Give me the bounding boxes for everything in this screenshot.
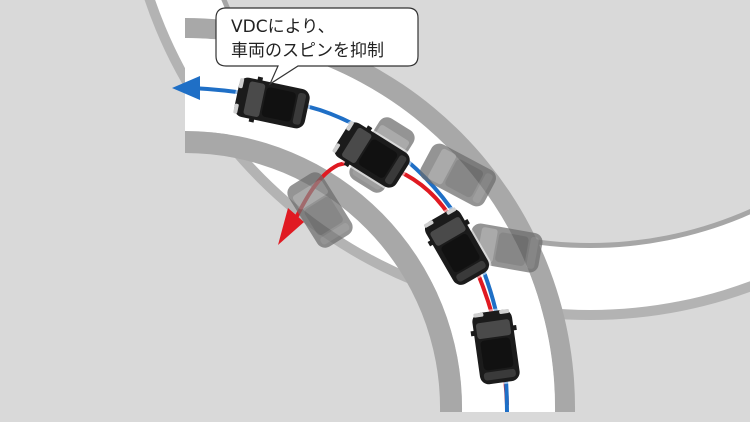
callout-bubble: VDCにより、 車両のスピンを抑制 xyxy=(215,7,419,86)
spin-arrow-icon xyxy=(278,208,304,245)
callout-line-2: 車両のスピンを抑制 xyxy=(231,41,384,61)
vdc-arrow-icon xyxy=(172,76,200,100)
callout-line-1: VDCにより、 xyxy=(231,17,335,37)
controlled-cars xyxy=(232,73,524,387)
